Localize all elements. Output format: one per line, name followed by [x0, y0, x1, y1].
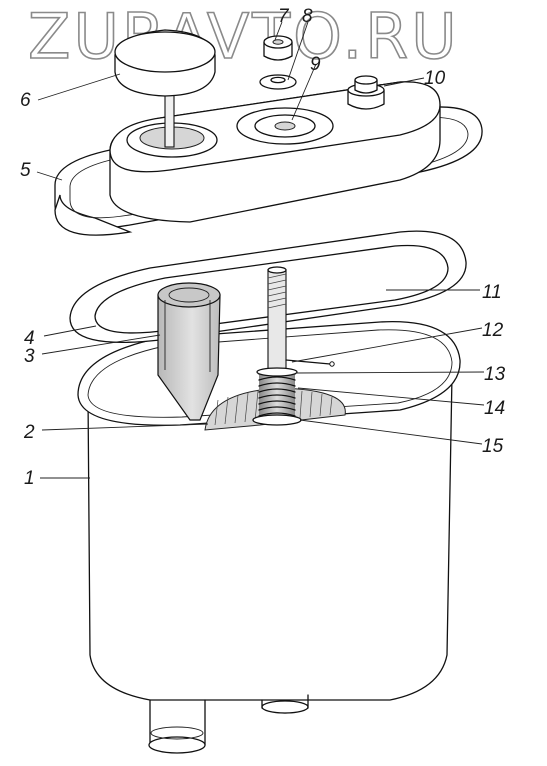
callout-label: 6	[20, 90, 31, 111]
callout-label: 4	[24, 328, 35, 349]
filter-element	[157, 282, 221, 421]
callout-label: 3	[24, 346, 35, 367]
watermark-text: ZURAVTO.RU	[28, 0, 460, 73]
callout-label: 2	[23, 422, 35, 443]
callout-label: 13	[484, 364, 506, 385]
callout-label: 1	[24, 468, 35, 489]
callout-label: 5	[20, 160, 31, 181]
nut-and-washer	[259, 35, 297, 90]
callout-label: 15	[482, 436, 504, 457]
callout-label: 7	[278, 6, 290, 27]
callout-label: 11	[482, 282, 502, 303]
leader-lines	[36, 21, 485, 479]
callout-label: 14	[484, 398, 505, 419]
stud-and-spring	[252, 266, 335, 426]
callout-label: 10	[424, 68, 446, 89]
callout-label: 12	[482, 320, 504, 341]
filler-cap-dipstick	[114, 29, 216, 148]
callout-labels: 6 5 7 8 9 10 11 4 3 12 13 14 2 15 1	[20, 6, 506, 489]
callout-label: 9	[310, 54, 321, 75]
lid	[54, 75, 483, 236]
callout-label: 8	[302, 6, 313, 27]
